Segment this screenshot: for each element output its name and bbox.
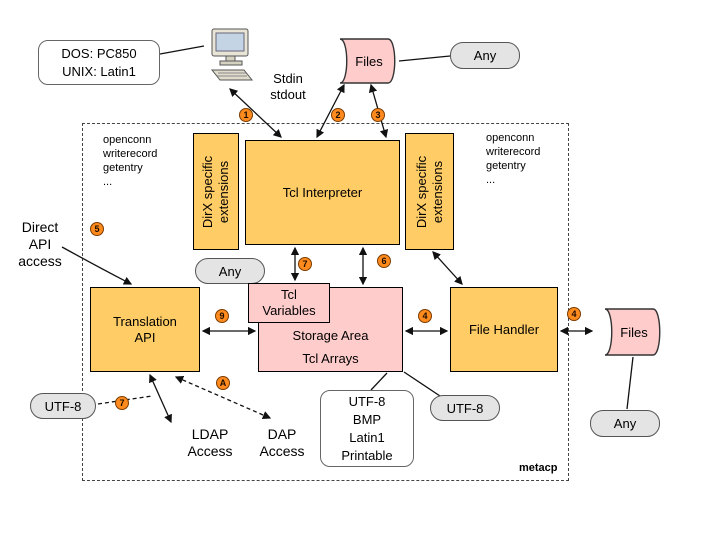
- metacp-label: metacp: [519, 462, 558, 474]
- any-top-callout: Any: [450, 42, 520, 69]
- dirx-extensions-left-label: DirX specific extensions: [200, 155, 231, 228]
- unix-line: UNIX: Latin1: [62, 63, 136, 79]
- stdin-stdout-label: Stdin stdout: [270, 71, 306, 102]
- direct-api-access-label: Direct API access: [18, 219, 62, 269]
- step-badge-7b: 7: [115, 396, 129, 410]
- ldap-access-label: LDAP Access: [187, 426, 233, 459]
- dos-line: DOS: PC850: [61, 45, 137, 61]
- utf8-left-callout: UTF-8: [30, 393, 96, 419]
- leader-any-to-files: [398, 55, 451, 62]
- files-right-shape: Files: [593, 308, 663, 356]
- utf8-right-callout: UTF-8: [430, 395, 500, 421]
- storage-area-label: Storage Area: [292, 328, 369, 343]
- dirx-extensions-right-box: DirX specific extensions: [405, 133, 454, 250]
- dap-access-label: DAP Access: [259, 426, 305, 459]
- tcl-variables-box: Tcl Variables: [248, 283, 330, 323]
- leader-files-any: [626, 356, 634, 410]
- computer-icon: [204, 28, 256, 93]
- any-mid-callout: Any: [195, 258, 265, 284]
- step-badge-a: A: [216, 376, 230, 390]
- any-bottom-callout: Any: [590, 410, 660, 437]
- step-badge-1: 1: [239, 108, 253, 122]
- step-badge-5: 5: [90, 222, 104, 236]
- dirx-extensions-left-box: DirX specific extensions: [193, 133, 239, 250]
- step-badge-2: 2: [331, 108, 345, 122]
- file-handler-box: File Handler: [450, 287, 558, 372]
- step-badge-9: 9: [215, 309, 229, 323]
- files-top-label: Files: [355, 53, 383, 69]
- utf8-bmp-callout: UTF-8 BMP Latin1 Printable: [320, 390, 414, 467]
- tcl-arrays-label: Tcl Arrays: [302, 351, 359, 366]
- dirx-extensions-right-label: DirX specific extensions: [413, 155, 445, 228]
- step-badge-4b: 4: [567, 307, 581, 321]
- step-badge-3: 3: [371, 108, 385, 122]
- leader-dos-to-computer: [159, 45, 205, 55]
- api-calls-right: openconn writerecord getentry ...: [486, 132, 541, 186]
- dos-unix-callout: DOS: PC850 UNIX: Latin1: [38, 40, 160, 85]
- tcl-interpreter-box: Tcl Interpreter: [245, 140, 400, 245]
- api-calls-left: openconn writerecord getentry ...: [103, 134, 158, 188]
- translation-api-box: Translation API: [90, 287, 200, 372]
- files-top-shape: Files: [328, 38, 398, 84]
- step-badge-6: 6: [377, 254, 391, 268]
- files-right-label: Files: [620, 324, 648, 340]
- step-badge-7: 7: [298, 257, 312, 271]
- step-badge-4a: 4: [418, 309, 432, 323]
